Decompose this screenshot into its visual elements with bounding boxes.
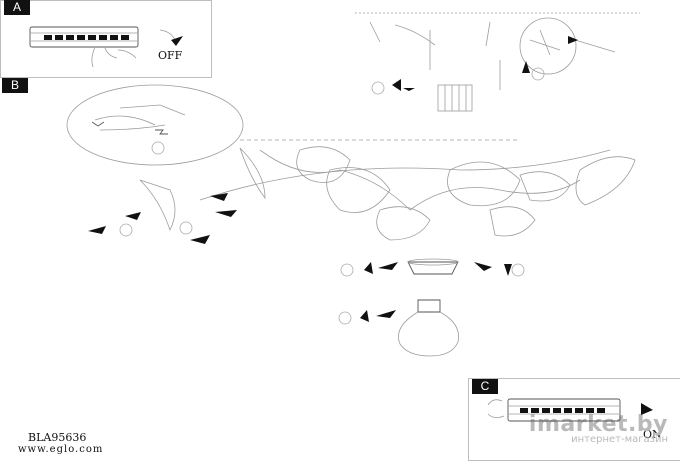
- chandelier-illustration: [139, 139, 636, 241]
- watermark-brand: imarket.by: [528, 412, 668, 437]
- wiring-detail-illustration: [66, 84, 244, 166]
- canopy-illustration: [340, 258, 525, 277]
- panel-b-tag: B: [2, 78, 28, 93]
- panel-a-tag: A: [4, 0, 30, 15]
- watermark-subtitle: интернет-магазин: [571, 434, 668, 445]
- watermark: imarket.by интернет-магазин: [529, 412, 668, 445]
- panel-a-switch-state: OFF: [158, 49, 183, 62]
- product-code: BLA95636: [28, 431, 87, 444]
- terminal-block-on-illustration: [487, 398, 653, 422]
- bulb-illustration: [338, 299, 459, 357]
- panel-c-switch-state: ON: [643, 428, 662, 441]
- left-arrows: [88, 193, 237, 244]
- ceiling-mount-illustration: [355, 12, 640, 112]
- terminal-block-off-illustration: [29, 26, 183, 68]
- website-url[interactable]: www.eglo.com: [18, 444, 104, 455]
- panel-c-tag: C: [472, 379, 498, 394]
